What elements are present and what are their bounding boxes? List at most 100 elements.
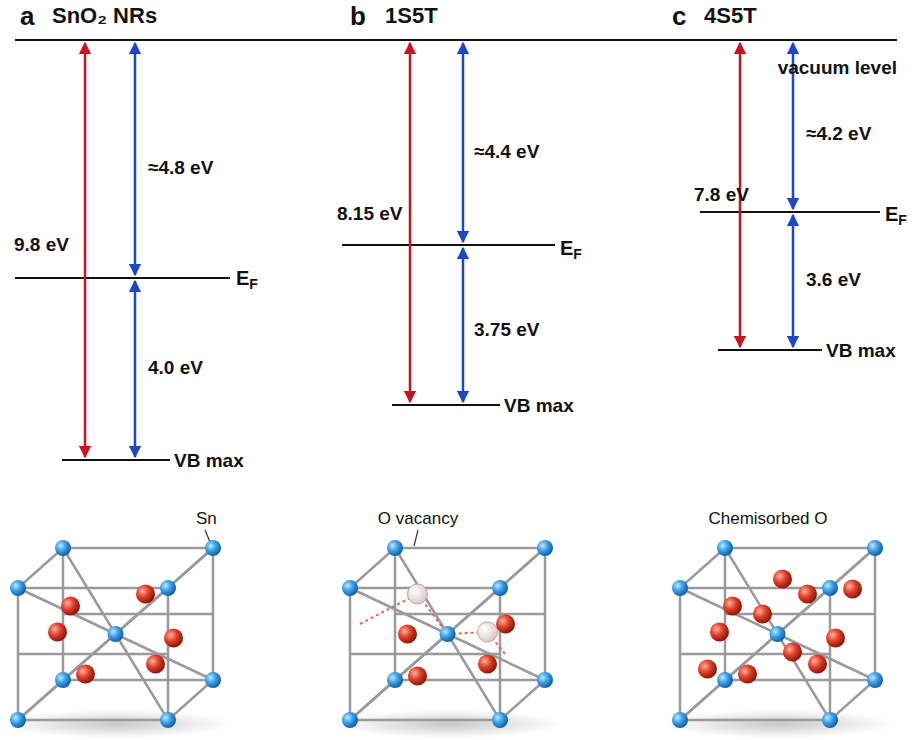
- blue-arrow: [134, 281, 137, 457]
- vb-max-label: VB max: [174, 451, 244, 472]
- lattice-bond: [168, 680, 213, 720]
- oxygen-atom: [843, 580, 862, 599]
- oxygen-atom: [61, 597, 80, 616]
- oxygen-vacancy: [408, 584, 428, 604]
- lattice-bond: [395, 547, 545, 550]
- tin-atom: [822, 580, 838, 596]
- oxygen-atom: [798, 585, 817, 604]
- tin-atom: [387, 540, 403, 556]
- tin-atom: [867, 540, 883, 556]
- tin-atom: [108, 626, 124, 642]
- fermi-level-label: EF: [236, 267, 258, 293]
- red-arrow: [409, 43, 412, 402]
- blue-arrow: [134, 43, 137, 275]
- oxygen-atom: [76, 665, 95, 684]
- lattice-bond: [18, 634, 116, 720]
- vacancy-trace: [360, 594, 505, 654]
- lattice-bond: [680, 653, 830, 656]
- lattice-bond: [778, 548, 876, 634]
- tin-atom: [440, 626, 456, 642]
- energy-value: 7.8 eV: [694, 185, 749, 206]
- leader-line: [205, 530, 210, 542]
- fermi-level-label: EF: [885, 203, 907, 229]
- tin-atom: [205, 540, 221, 556]
- tin-atom: [342, 712, 358, 728]
- lattice-bond: [63, 548, 116, 634]
- shadow: [663, 710, 893, 738]
- tin-atom: [492, 712, 508, 728]
- lattice-bond: [725, 547, 875, 550]
- tin-atom: [160, 712, 176, 728]
- lattice-bond: [18, 719, 168, 722]
- lattice-bond: [350, 634, 448, 720]
- panel-letter: a: [20, 2, 34, 31]
- tin-atom: [822, 712, 838, 728]
- lattice-bond: [350, 653, 500, 656]
- oxygen-atom: [478, 655, 497, 674]
- lattice-bond: [725, 613, 875, 616]
- lattice-bond: [778, 634, 876, 680]
- defect-label: O vacancy: [378, 510, 458, 529]
- oxygen-atom: [408, 667, 427, 686]
- lattice-bond: [350, 548, 395, 588]
- oxygen-atom: [48, 623, 67, 642]
- lattice-bond: [448, 548, 546, 634]
- lattice-bond: [18, 548, 63, 588]
- defect-label: Chemisorbed O: [708, 510, 827, 529]
- tin-atom: [717, 672, 733, 688]
- tin-atom: [342, 580, 358, 596]
- lattice-bond: [116, 634, 214, 680]
- panel-title: 1S5T: [385, 4, 438, 28]
- lattice-bond: [725, 548, 778, 634]
- lattice-bond: [63, 547, 213, 550]
- lattice-bond: [680, 588, 778, 634]
- shadow: [333, 710, 563, 738]
- energy-value: 4.0 eV: [148, 358, 203, 379]
- oxygen-atom: [808, 655, 827, 674]
- oxygen-atom: [698, 660, 717, 679]
- energy-value: 3.75 eV: [474, 320, 540, 341]
- tin-atom: [492, 580, 508, 596]
- panel-letter: c: [672, 2, 686, 31]
- oxygen-atom: [783, 643, 802, 662]
- blue-arrow: [462, 248, 465, 402]
- lattice-bond: [350, 719, 500, 722]
- oxygen-atom: [710, 623, 729, 642]
- tin-atom: [537, 540, 553, 556]
- panel-title: SnO₂ NRs: [52, 4, 157, 28]
- oxygen-atom: [146, 655, 165, 674]
- tin-atom: [10, 712, 26, 728]
- blue-arrow: [462, 43, 465, 242]
- tin-atom: [160, 580, 176, 596]
- lattice-bond: [680, 719, 830, 722]
- lattice-bond: [395, 548, 448, 634]
- tin-atom: [672, 580, 688, 596]
- leader-line: [414, 530, 418, 546]
- lattice-bond: [63, 613, 213, 616]
- lattice-bond: [680, 634, 778, 720]
- fermi-level-line: [15, 277, 230, 279]
- lattice-bond: [830, 680, 875, 720]
- energy-value: ≈4.4 eV: [474, 142, 539, 163]
- oxygen-atom: [496, 615, 515, 634]
- tin-atom: [55, 540, 71, 556]
- energy-value: 3.6 eV: [806, 270, 861, 291]
- oxygen-atom: [753, 605, 772, 624]
- blue-arrow: [792, 215, 795, 347]
- atom-label: Sn: [196, 510, 217, 529]
- lattice-bond: [395, 613, 545, 616]
- oxygen-atom: [826, 629, 845, 648]
- vb-max-line: [392, 404, 500, 406]
- shadow: [1, 710, 231, 738]
- oxygen-atom: [164, 629, 183, 648]
- vb-max-label: VB max: [504, 396, 574, 417]
- tin-atom: [387, 672, 403, 688]
- vb-max-line: [718, 349, 822, 351]
- tin-atom: [537, 672, 553, 688]
- unit-cell: [333, 540, 563, 738]
- fermi-level-line: [700, 211, 880, 213]
- tin-atom: [205, 672, 221, 688]
- vb-max-label: VB max: [826, 341, 896, 362]
- energy-value: ≈4.8 eV: [148, 158, 213, 179]
